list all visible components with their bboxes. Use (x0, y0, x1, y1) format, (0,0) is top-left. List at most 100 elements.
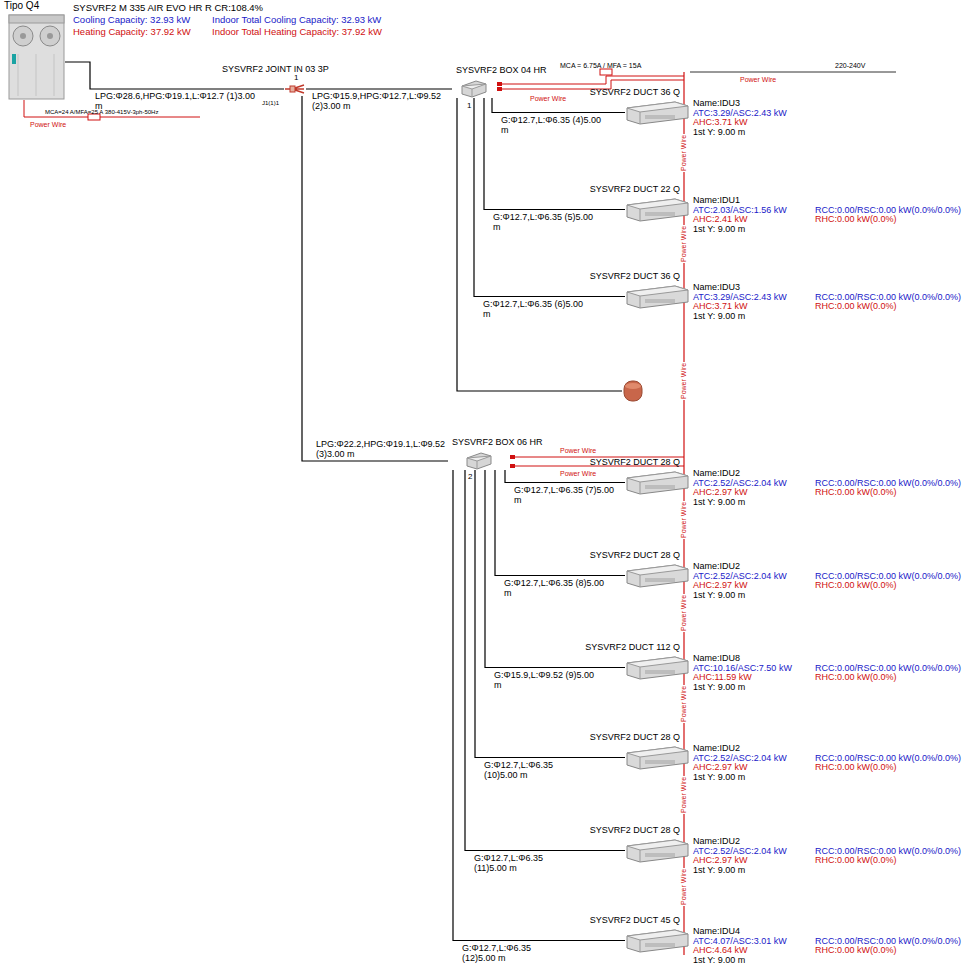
duct-unit-icon (625, 838, 690, 863)
refrigerant-pipe (453, 470, 625, 941)
pipe-spec: G:Φ12.7,L:Φ6.35 (4)5.00 m (501, 115, 601, 135)
unit-text: RCC:0.00/RSC:0.00 kW(0.0%/0.0%) (815, 663, 961, 673)
pipe-spec: G:Φ12.7,L:Φ6.35 (10)5.00 m (484, 760, 584, 780)
joint-icon (284, 82, 306, 96)
annotation: Indoor Total Cooling Capacity: 32.93 kW (212, 15, 381, 25)
mode-box-icon (448, 452, 510, 470)
unit-text: RHC:0.00 kW(0.0%) (815, 487, 897, 497)
duct-unit-icon (625, 928, 690, 953)
unit-text: Name:IDU4 (693, 926, 740, 936)
unit-text: ATC:3.29/ASC:2.43 kW (693, 292, 787, 302)
duct-unit-icon (625, 100, 690, 125)
duct-unit-icon (625, 197, 690, 222)
unit-text: SYSVRF2 DUCT 28 Q (590, 732, 680, 742)
wire-label: Power Wire (679, 594, 688, 632)
unit-text: 1st Y: 9.00 m (693, 865, 745, 875)
unit-text: 1st Y: 9.00 m (693, 772, 745, 782)
unit-text: RHC:0.00 kW(0.0%) (815, 301, 897, 311)
unit-text: 1st Y: 9.00 m (693, 224, 745, 234)
unit-text: SYSVRF2 DUCT 112 Q (585, 642, 680, 652)
pipe-spec: G:Φ12.7,L:Φ6.35 (6)5.00 m (483, 299, 583, 319)
pipe-spec: G:Φ12.7,L:Φ6.35 (11)5.00 m (474, 853, 574, 873)
indoor-unit: SYSVRF2 DUCT 112 QName:IDU8ATC:10.16/ASC… (625, 655, 690, 680)
unit-text: RCC:0.00/RSC:0.00 kW(0.0%/0.0%) (815, 205, 961, 215)
unit-text: AHC:2.97 kW (693, 487, 748, 497)
unit-text: SYSVRF2 DUCT 36 Q (590, 271, 680, 281)
annotation: J1(1)1 (262, 98, 279, 108)
unit-text: 1st Y: 9.00 m (693, 590, 745, 600)
refrigerant-pipe (475, 470, 625, 758)
unit-title: SYSVRF2 BOX 04 HR (456, 65, 547, 75)
indoor-unit: SYSVRF2 DUCT 28 QName:IDU2ATC:2.52/ASC:2… (625, 838, 690, 863)
unit-text: RCC:0.00/RSC:0.00 kW(0.0%/0.0%) (815, 571, 961, 581)
annotation: Power Wire (560, 446, 596, 456)
wire-label: Power Wire (679, 501, 688, 539)
terminal (497, 87, 502, 91)
supply-line (690, 72, 896, 73)
annotation: Heating Capacity: 37.92 kW (73, 27, 191, 37)
indoor-unit: SYSVRF2 DUCT 22 QName:IDU1ATC:2.03/ASC:1… (625, 197, 690, 222)
unit-text: Name:IDU2 (693, 743, 740, 753)
annotation: Indoor Total Heating Capacity: 37.92 kW (212, 27, 382, 37)
duct-unit-icon (625, 655, 690, 680)
outdoor-unit-icon (8, 14, 65, 100)
capped-pipe (457, 98, 622, 391)
terminal (510, 464, 515, 468)
unit-text: 1st Y: 9.00 m (693, 127, 745, 137)
unit-title: SYSVRF2 BOX 06 HR (452, 437, 543, 447)
duct-unit-icon (625, 284, 690, 309)
wire-label: Power Wire (679, 362, 688, 400)
pipe-spec: G:Φ12.7,L:Φ6.35 (5)5.00 m (493, 212, 593, 232)
annotation: Power Wire (530, 94, 566, 104)
unit-text: SYSVRF2 DUCT 28 Q (590, 550, 680, 560)
annotation: 1 (294, 73, 298, 83)
unit-text: Name:IDU8 (693, 653, 740, 663)
unit-text: AHC:2.97 kW (693, 580, 748, 590)
refrigerant-pipe (465, 470, 625, 851)
annotation: 1 (467, 101, 471, 111)
unit-text: 1st Y: 9.00 m (693, 497, 745, 507)
duct-unit-icon (625, 470, 690, 495)
unit-text: AHC:3.71 kW (693, 301, 748, 311)
unit-text: ATC:4.07/ASC:3.01 kW (693, 936, 787, 946)
unit-text: 1st Y: 9.00 m (693, 955, 745, 965)
unit-text: RHC:0.00 kW(0.0%) (815, 762, 897, 772)
pipe-spec: G:Φ12.7,L:Φ6.35 (12)5.00 m (462, 943, 562, 963)
unit-text: RHC:0.00 kW(0.0%) (815, 855, 897, 865)
unit-text: RHC:0.00 kW(0.0%) (815, 580, 897, 590)
wire-label: Power Wire (679, 134, 688, 172)
indoor-unit: SYSVRF2 DUCT 36 QName:IDU3ATC:3.29/ASC:2… (625, 284, 690, 309)
unit-text: Name:IDU3 (693, 98, 740, 108)
mode-box: SYSVRF2 BOX 06 HR (448, 452, 510, 470)
unit-text: ATC:2.52/ASC:2.04 kW (693, 846, 787, 856)
mode-box: SYSVRF2 BOX 04 HR (452, 80, 496, 98)
unit-text: AHC:2.97 kW (693, 855, 748, 865)
indoor-unit: SYSVRF2 DUCT 45 QName:IDU4ATC:4.07/ASC:3… (625, 928, 690, 953)
unit-text: AHC:2.41 kW (693, 214, 748, 224)
outdoor-unit: Tipo Q4 (8, 14, 65, 100)
indoor-unit: SYSVRF2 DUCT 28 QName:IDU2ATC:2.52/ASC:2… (625, 745, 690, 770)
refrigerant-pipe (302, 96, 448, 461)
annotation: Power Wire (740, 75, 776, 85)
wire-label: Power Wire (679, 868, 688, 906)
annotation: 2 (468, 472, 472, 482)
wire-label: Power Wire (679, 685, 688, 723)
unit-text: RCC:0.00/RSC:0.00 kW(0.0%/0.0%) (815, 936, 961, 946)
breaker-symbol (600, 69, 612, 75)
terminal (497, 82, 502, 86)
unit-title: SYSVRF2 JOINT IN 03 3P (222, 64, 329, 74)
unit-text: SYSVRF2 DUCT 45 Q (590, 915, 680, 925)
unit-text: SYSVRF2 DUCT 36 Q (590, 87, 680, 97)
unit-text: 1st Y: 9.00 m (693, 682, 745, 692)
refrigerant-pipe (485, 470, 625, 668)
refrigerant-pipe (474, 98, 625, 297)
duct-unit-icon (625, 563, 690, 588)
unit-text: Name:IDU2 (693, 836, 740, 846)
unit-text: ATC:2.52/ASC:2.04 kW (693, 571, 787, 581)
refrigerant-pipe (505, 470, 625, 483)
unit-text: ATC:2.52/ASC:2.04 kW (693, 478, 787, 488)
unit-text: SYSVRF2 DUCT 28 Q (590, 457, 680, 467)
unit-title: Tipo Q4 (4, 1, 39, 11)
unit-text: Name:IDU2 (693, 468, 740, 478)
annotation: Cooling Capacity: 32.93 kW (73, 15, 190, 25)
